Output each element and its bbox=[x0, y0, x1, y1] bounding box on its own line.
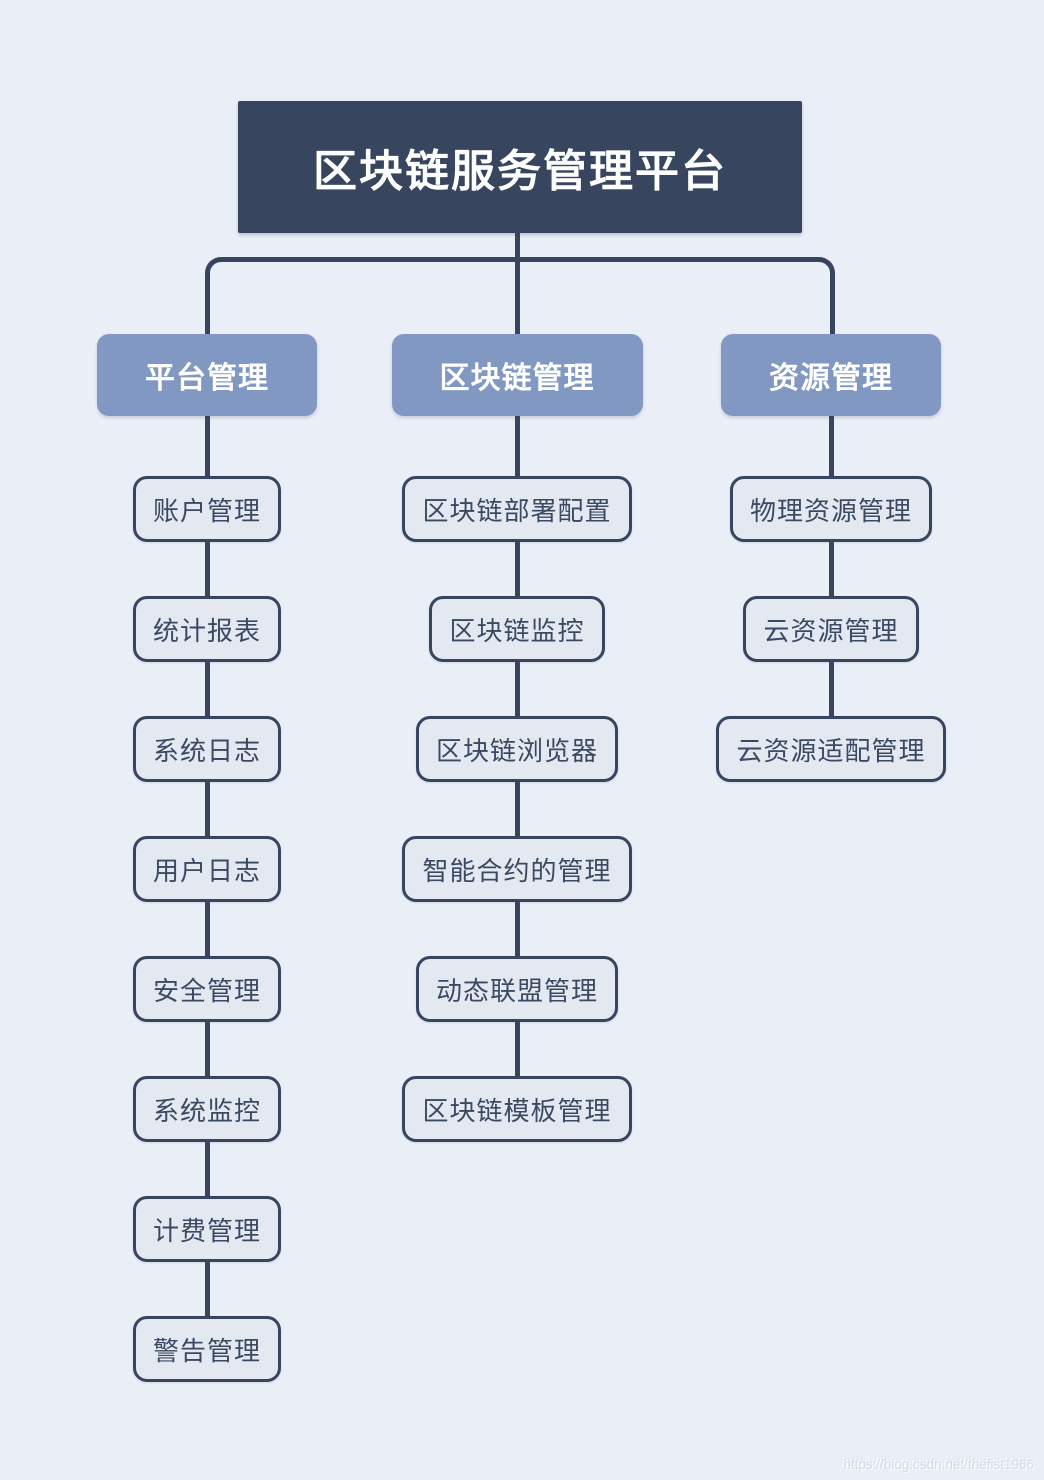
leaf-node: 系统日志 bbox=[132, 716, 281, 782]
leaf-node: 系统监控 bbox=[132, 1076, 281, 1142]
connector-line bbox=[514, 662, 520, 716]
connector-line bbox=[204, 1142, 210, 1196]
connector-middle-drop bbox=[515, 257, 520, 335]
connector-line bbox=[514, 1022, 520, 1076]
connector-root-stub bbox=[515, 233, 520, 258]
leaf-node: 区块链部署配置 bbox=[402, 476, 632, 542]
connector-line bbox=[204, 902, 210, 956]
leaf-node: 安全管理 bbox=[132, 956, 281, 1022]
connector-line bbox=[514, 782, 520, 836]
leaf-node: 区块链模板管理 bbox=[402, 1076, 632, 1142]
connector-line bbox=[204, 542, 210, 596]
leaf-node: 用户日志 bbox=[132, 836, 281, 902]
branch-node: 资源管理 bbox=[721, 334, 941, 416]
watermark: https://blog.csdn.net/thefist1966 https:… bbox=[794, 1452, 1034, 1472]
leaf-node: 账户管理 bbox=[132, 476, 281, 542]
connector-line bbox=[204, 1022, 210, 1076]
connector-line bbox=[514, 416, 520, 476]
watermark-text: https://blog.csdn.net/thefist1966 bbox=[843, 1457, 1034, 1472]
leaf-node: 物理资源管理 bbox=[729, 476, 932, 542]
branch-node: 平台管理 bbox=[97, 334, 317, 416]
leaf-node: 统计报表 bbox=[132, 596, 281, 662]
connector-line bbox=[514, 542, 520, 596]
leaf-node: 警告管理 bbox=[132, 1316, 281, 1382]
connector-line bbox=[204, 662, 210, 716]
root-node: 区块链服务管理平台 bbox=[238, 101, 802, 233]
connector-line bbox=[204, 416, 210, 476]
leaf-node: 计费管理 bbox=[132, 1196, 281, 1262]
watermark-text-ghost: https://blog.csdn.net/thefist1966 bbox=[840, 1454, 1031, 1469]
branch-node: 区块链管理 bbox=[391, 334, 643, 416]
connector-line bbox=[828, 542, 834, 596]
leaf-node: 动态联盟管理 bbox=[415, 956, 618, 1022]
leaf-node: 区块链浏览器 bbox=[415, 716, 618, 782]
branch-column-blockchain: 区块链管理区块链部署配置区块链监控区块链浏览器智能合约的管理动态联盟管理区块链模… bbox=[317, 334, 717, 1142]
leaf-node: 区块链监控 bbox=[429, 596, 605, 662]
connector-line bbox=[204, 782, 210, 836]
branch-column-resource: 资源管理物理资源管理云资源管理云资源适配管理 bbox=[631, 334, 1031, 782]
connector-line bbox=[204, 1262, 210, 1316]
connector-line bbox=[514, 902, 520, 956]
connector-line bbox=[828, 662, 834, 716]
connector-line bbox=[828, 416, 834, 476]
leaf-node: 云资源适配管理 bbox=[716, 716, 946, 782]
connector-rail bbox=[205, 257, 835, 335]
leaf-node: 云资源管理 bbox=[743, 596, 919, 662]
branch-column-platform: 平台管理账户管理统计报表系统日志用户日志安全管理系统监控计费管理警告管理 bbox=[7, 334, 407, 1382]
leaf-node: 智能合约的管理 bbox=[402, 836, 632, 902]
